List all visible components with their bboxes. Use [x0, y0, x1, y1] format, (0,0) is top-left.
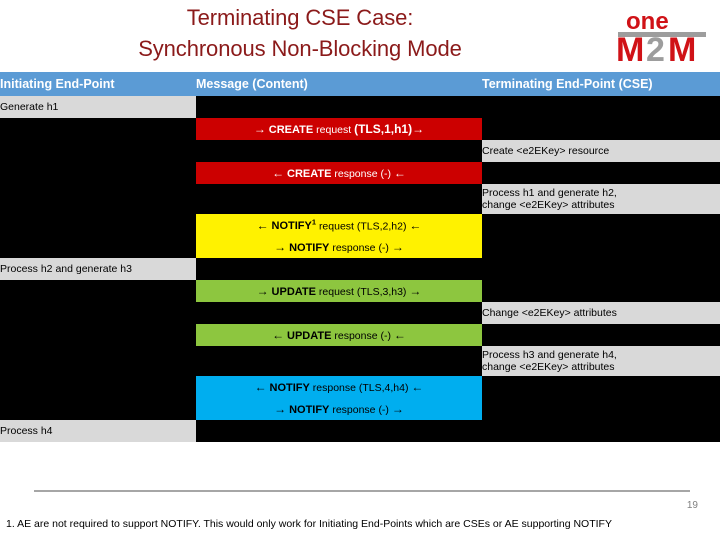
terminating-endpoint-empty: [482, 96, 720, 118]
message-green: → UPDATE request (TLS,3,h3) →: [196, 280, 482, 302]
message-empty: [196, 140, 482, 162]
table-row: ← UPDATE response (-) ←: [0, 324, 720, 346]
page-number: 19: [686, 500, 698, 511]
message-blue: → NOTIFY response (-) →: [196, 398, 482, 420]
column-header-terminating-endpoint: Terminating End-Point (CSE): [482, 72, 720, 96]
svg-text:one: one: [626, 8, 669, 35]
initiating-endpoint-empty: [0, 376, 196, 398]
table-row: ← NOTIFY1 request (TLS,2,h2) ←: [0, 214, 720, 236]
message-green: ← UPDATE response (-) ←: [196, 324, 482, 346]
initiating-endpoint-empty: [0, 302, 196, 324]
terminating-endpoint-empty: [482, 258, 720, 280]
initiating-endpoint-empty: [0, 280, 196, 302]
terminating-endpoint-note: Process h1 and generate h2,change <e2EKe…: [482, 184, 720, 214]
table-row: ← NOTIFY response (TLS,4,h4) ←: [0, 376, 720, 398]
table-row: → NOTIFY response (-) →: [0, 398, 720, 420]
initiating-endpoint-empty: [0, 184, 196, 214]
title-line-2: Synchronous Non-Blocking Mode: [138, 36, 462, 61]
terminating-endpoint-empty: [482, 162, 720, 184]
table-header-row: Initiating End-Point Message (Content) T…: [0, 72, 720, 96]
table-row: Process h3 and generate h4,change <e2EKe…: [0, 346, 720, 376]
initiating-endpoint-note: Process h4: [0, 420, 196, 442]
terminating-endpoint-empty: [482, 398, 720, 420]
column-header-message-content: Message (Content): [196, 72, 482, 96]
message-blue: ← NOTIFY response (TLS,4,h4) ←: [196, 376, 482, 398]
terminating-endpoint-note: Process h3 and generate h4,change <e2EKe…: [482, 346, 720, 376]
message-yellow: ← NOTIFY1 request (TLS,2,h2) ←: [196, 214, 482, 236]
table-row: ← CREATE response (-) ←: [0, 162, 720, 184]
message-empty: [196, 302, 482, 324]
terminating-endpoint-empty: [482, 214, 720, 236]
initiating-endpoint-empty: [0, 162, 196, 184]
message-red: ← CREATE response (-) ←: [196, 162, 482, 184]
message-yellow: → NOTIFY response (-) →: [196, 236, 482, 258]
initiating-endpoint-empty: [0, 214, 196, 236]
initiating-endpoint-empty: [0, 140, 196, 162]
message-empty: [196, 258, 482, 280]
footnote: 1. AE are not required to support NOTIFY…: [6, 518, 612, 530]
table-row: → UPDATE request (TLS,3,h3) →: [0, 280, 720, 302]
initiating-endpoint-empty: [0, 324, 196, 346]
message-red: → CREATE request (TLS,1,h1)→: [196, 118, 482, 140]
table-body: Generate h1→ CREATE request (TLS,1,h1)→C…: [0, 96, 720, 442]
message-empty: [196, 346, 482, 376]
initiating-endpoint-note: Process h2 and generate h3: [0, 258, 196, 280]
terminating-endpoint-empty: [482, 280, 720, 302]
page-title: Terminating CSE Case: Synchronous Non-Bl…: [0, 2, 600, 64]
initiating-endpoint-empty: [0, 118, 196, 140]
table-row: Process h4: [0, 420, 720, 442]
title-line-1: Terminating CSE Case:: [186, 5, 414, 30]
table-row: Process h2 and generate h3: [0, 258, 720, 280]
svg-text:M: M: [616, 31, 644, 66]
message-empty: [196, 96, 482, 118]
terminating-endpoint-empty: [482, 376, 720, 398]
sequence-table: Initiating End-Point Message (Content) T…: [0, 72, 720, 442]
table-row: Change <e2EKey> attributes: [0, 302, 720, 324]
onem2m-logo: one M 2 M: [608, 4, 714, 66]
terminating-endpoint-empty: [482, 118, 720, 140]
terminating-endpoint-note: Change <e2EKey> attributes: [482, 302, 720, 324]
initiating-endpoint-empty: [0, 398, 196, 420]
initiating-endpoint-empty: [0, 236, 196, 258]
terminating-endpoint-empty: [482, 420, 720, 442]
terminating-endpoint-empty: [482, 236, 720, 258]
column-header-initiating-endpoint: Initiating End-Point: [0, 72, 196, 96]
table-row: Create <e2EKey> resource: [0, 140, 720, 162]
table-row: → CREATE request (TLS,1,h1)→: [0, 118, 720, 140]
table-row: Process h1 and generate h2,change <e2EKe…: [0, 184, 720, 214]
svg-text:2: 2: [646, 31, 665, 66]
table-row: → NOTIFY response (-) →: [0, 236, 720, 258]
initiating-endpoint-note: Generate h1: [0, 96, 196, 118]
terminating-endpoint-empty: [482, 324, 720, 346]
terminating-endpoint-note: Create <e2EKey> resource: [482, 140, 720, 162]
footer-divider: [34, 490, 690, 492]
message-empty: [196, 184, 482, 214]
svg-text:M: M: [668, 31, 696, 66]
table-row: Generate h1: [0, 96, 720, 118]
message-empty: [196, 420, 482, 442]
initiating-endpoint-empty: [0, 346, 196, 376]
